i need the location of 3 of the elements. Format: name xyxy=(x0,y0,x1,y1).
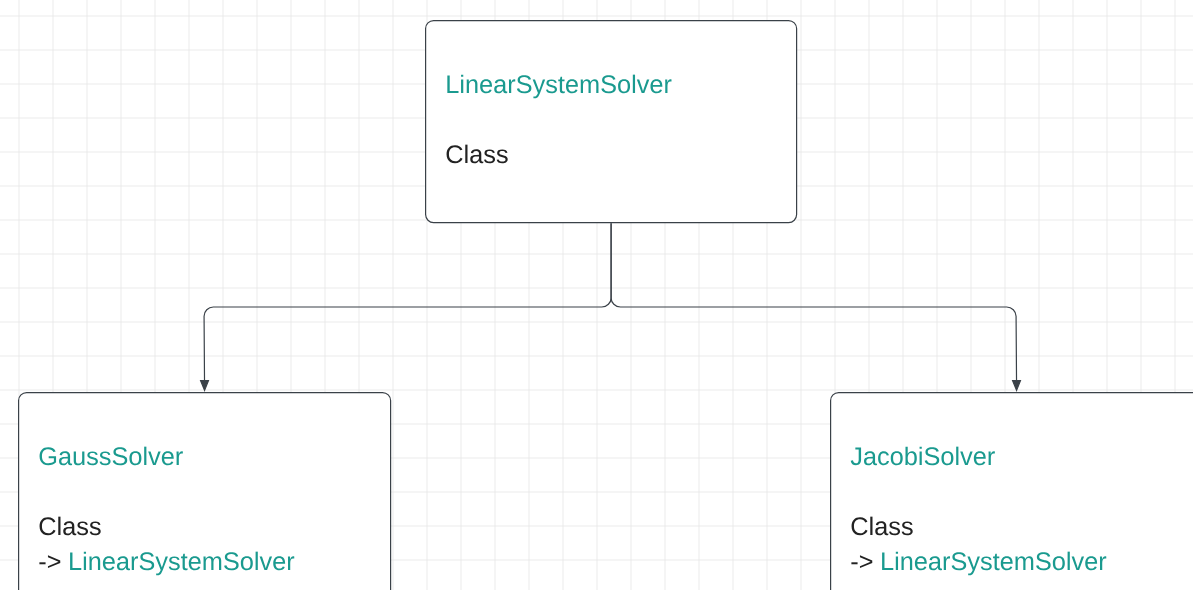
class-box: GaussSolver Class -> LinearSystemSolver xyxy=(18,392,392,590)
class-box: JacobiSolver Class -> LinearSystemSolver xyxy=(830,392,1193,590)
class-box: LinearSystemSolver Class xyxy=(425,20,798,224)
